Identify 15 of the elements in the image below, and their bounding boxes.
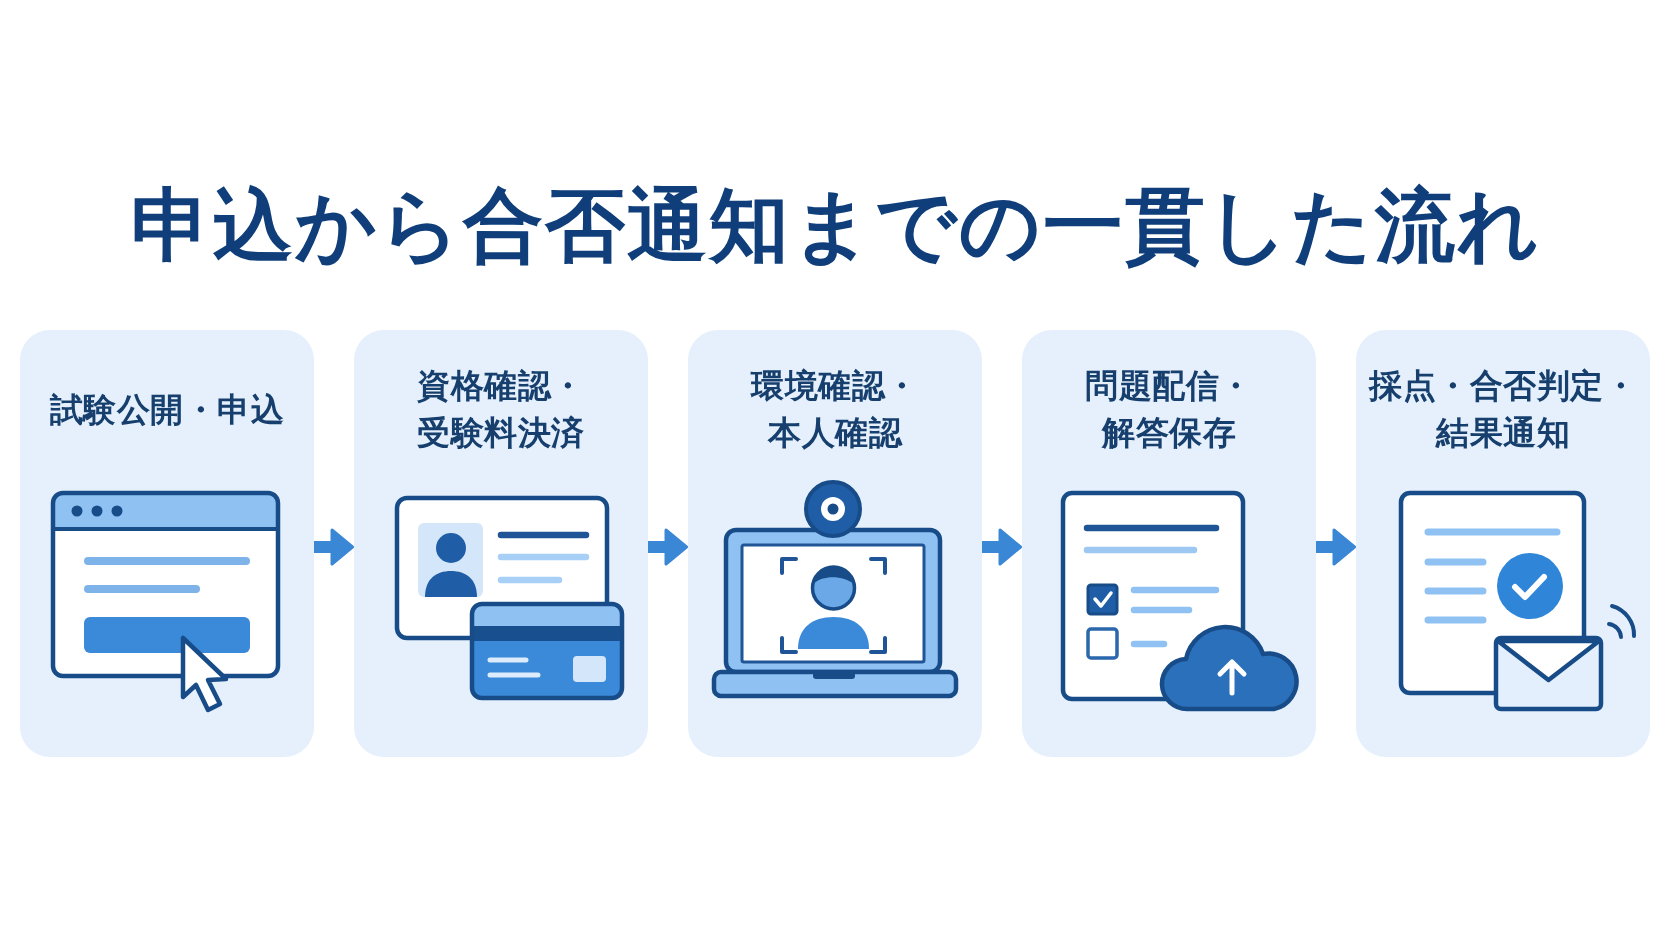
arrow xyxy=(314,528,354,566)
card-title: 資格確認・受験料決済 xyxy=(416,365,586,454)
step-card xyxy=(354,330,648,757)
arrow xyxy=(648,528,688,566)
step-card xyxy=(688,330,982,757)
arrow xyxy=(982,528,1022,566)
card-title: 問題配信・解答保存 xyxy=(1084,365,1254,454)
card-title: 採点・合否判定・結果通知 xyxy=(1367,365,1638,454)
title: 申込から合否通知までの一貫した流れ xyxy=(131,178,1541,274)
arrow xyxy=(1316,528,1356,566)
card-title: 試験公開・申込 xyxy=(49,388,285,431)
step-card xyxy=(1022,330,1316,757)
step-card xyxy=(1356,330,1650,757)
step-card xyxy=(20,330,314,757)
card-title: 環境確認・本人確認 xyxy=(749,365,920,454)
